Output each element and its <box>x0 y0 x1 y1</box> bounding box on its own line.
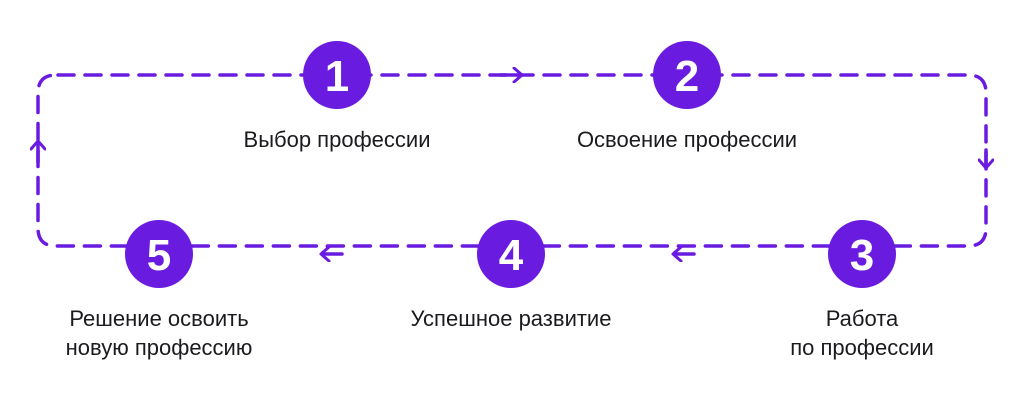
step-1-label: Выбор профессии <box>244 125 431 154</box>
step-5-label: Решение освоить новую профессию <box>66 304 253 362</box>
step-number: 4 <box>499 231 524 280</box>
step-label-line: по профессии <box>790 335 934 360</box>
step-number: 1 <box>325 52 349 101</box>
step-number: 3 <box>850 231 874 280</box>
step-3-label: Работа по профессии <box>790 304 934 362</box>
step-label-line: Выбор профессии <box>243 127 431 152</box>
step-1-badge: 1 <box>303 41 371 109</box>
step-label-line: новую профессию <box>65 335 253 360</box>
dashed-cycle-path <box>36 73 988 248</box>
step-number: 5 <box>147 231 171 280</box>
step-label-line: Решение освоить <box>69 306 249 331</box>
step-2-badge: 2 <box>653 41 721 109</box>
step-3-badge: 3 <box>828 220 896 288</box>
step-label-line: Успешное развитие <box>410 306 612 331</box>
step-number: 2 <box>675 52 699 101</box>
step-2-label: Освоение профессии <box>577 125 797 154</box>
step-label-line: Работа <box>825 306 899 331</box>
step-label-line: Освоение профессии <box>576 127 798 152</box>
step-4-label: Успешное развитие <box>411 304 612 333</box>
step-4-badge: 4 <box>477 220 545 288</box>
step-5-badge: 5 <box>125 220 193 288</box>
